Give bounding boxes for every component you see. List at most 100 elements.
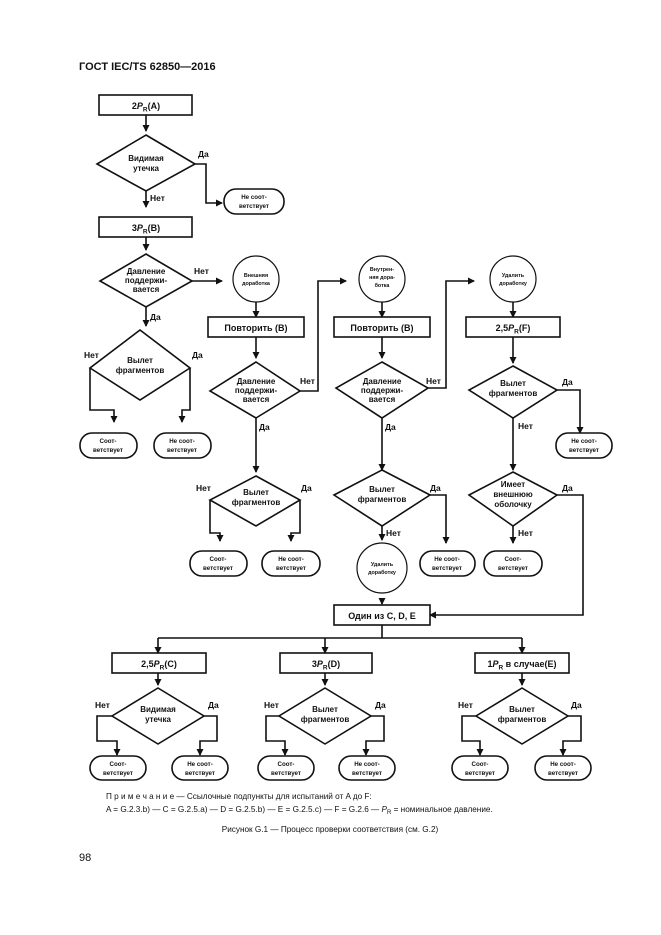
label-no: Нет: [386, 528, 401, 538]
label-no: Нет: [264, 700, 279, 710]
box-one-of-cde: Один из C, D, E: [333, 604, 431, 626]
label-yes: Да: [562, 377, 573, 387]
result-noncompliant-1: Не соот- ветствует: [223, 188, 285, 215]
box-test-d: 3PR(D): [279, 652, 373, 674]
node-label: доработку: [499, 280, 527, 287]
decision-fragments-3: Вылет фрагментов: [332, 469, 432, 527]
node-label: ветствует: [548, 770, 578, 777]
label-no: Нет: [518, 421, 533, 431]
node-label: Видимая: [128, 154, 164, 163]
node-label: Не соот-: [550, 761, 576, 768]
node-label: Вылет: [127, 356, 153, 365]
node-label: Соот-: [110, 761, 127, 768]
label-no: Нет: [458, 700, 473, 710]
node-label: Повторить (B): [350, 323, 413, 333]
node-label: Один из C, D, E: [348, 611, 415, 621]
node-label: поддержи-: [235, 386, 278, 395]
result-noncompliant-6: Не соот- ветствует: [171, 755, 229, 781]
label-yes: Да: [430, 483, 441, 493]
result-noncompliant-3: Не соот- ветствует: [261, 550, 321, 577]
decision-pressure-held-1: Давление поддержи- вается: [98, 253, 194, 308]
node-label: поддержи-: [361, 386, 404, 395]
box-repeat-b-1: Повторить (B): [207, 316, 305, 338]
node-label: 2,5PR(C): [141, 659, 177, 672]
node-label: Вылет: [369, 485, 395, 494]
label-yes: Да: [150, 312, 161, 322]
label-yes: Да: [385, 422, 396, 432]
node-label: Соот-: [472, 761, 489, 768]
label-yes: Да: [208, 700, 219, 710]
label-no: Нет: [84, 350, 99, 360]
node-label: ветствует: [203, 565, 233, 572]
circle-remove-rework-2: Удалить доработку: [489, 255, 537, 303]
label-no: Нет: [300, 376, 315, 386]
node-label: ветствует: [432, 565, 462, 572]
node-label: 2PR(A): [132, 101, 160, 114]
node-label: Внутрен-: [370, 267, 394, 273]
label-yes: Да: [259, 422, 270, 432]
node-label: Соот-: [505, 556, 522, 563]
node-label: вается: [243, 395, 270, 404]
label-yes: Да: [198, 149, 209, 159]
page-number: 98: [79, 852, 92, 864]
label-yes: Да: [562, 483, 573, 493]
node-label: ветствует: [239, 203, 269, 210]
label-no: Нет: [518, 528, 533, 538]
node-label: ветствует: [185, 770, 215, 777]
node-label: Давление: [127, 267, 166, 276]
node-label: фрагментов: [489, 389, 538, 398]
result-compliant-4: Соот- ветствует: [89, 755, 147, 781]
decision-pressure-held-2: Давление поддержи- вается: [208, 361, 302, 419]
node-label: фрагментов: [358, 495, 407, 504]
node-label: фрагментов: [116, 366, 165, 375]
document-header: ГОСТ IEC/TS 62850—2016: [79, 61, 216, 73]
figure-caption: Рисунок G.1 — Процесс проверки соответст…: [222, 825, 439, 834]
decision-external-shell: Имеет внешнюю оболочку: [467, 471, 559, 527]
label-no: Нет: [150, 193, 165, 203]
node-label: няя дора-: [369, 275, 395, 281]
note-line-1: П р и м е ч а н и е — Ссылочные подпункт…: [106, 792, 372, 801]
label-yes: Да: [301, 483, 312, 493]
node-label: ветствует: [465, 770, 495, 777]
box-repeat-b-2: Повторить (B): [333, 316, 431, 338]
node-label: вается: [133, 285, 160, 294]
box-test-e: 1PR в случае(E): [474, 652, 570, 674]
result-noncompliant-5: Не соот- ветствует: [555, 432, 613, 459]
node-label: Вылет: [500, 379, 526, 388]
node-label: Вылет: [243, 488, 269, 497]
result-compliant-3: Соот- ветствует: [483, 550, 543, 577]
circle-external-rework: Внешняя доработка: [232, 255, 280, 303]
node-label: ветствует: [352, 770, 382, 777]
node-label: Не соот-: [241, 194, 267, 201]
node-label: Соот-: [278, 761, 295, 768]
node-label: Удалить: [502, 273, 525, 279]
decision-visible-leak-1: Видимая утечка: [95, 134, 197, 192]
node-label: Не соот-: [354, 761, 380, 768]
box-test-a: 2PR(A): [98, 94, 193, 116]
node-label: 1PR в случае(E): [487, 659, 556, 672]
node-label: Не соот-: [434, 556, 460, 563]
node-label: Повторить (B): [224, 323, 287, 333]
result-compliant-6: Соот- ветствует: [451, 755, 509, 781]
decision-fragments-5: Вылет фрагментов: [277, 687, 373, 745]
label-yes: Да: [375, 700, 386, 710]
node-label: Видимая: [140, 705, 176, 714]
node-label: 2,5PR(F): [496, 323, 531, 336]
decision-visible-leak-2: Видимая утечка: [110, 687, 206, 745]
label-no: Нет: [196, 483, 211, 493]
result-compliant-5: Соот- ветствует: [257, 755, 315, 781]
decision-fragments-1: Вылет фрагментов: [88, 328, 192, 401]
result-compliant-1: Соот- ветствует: [79, 432, 138, 459]
box-test-c: 2,5PR(C): [111, 652, 207, 674]
note-line-2: A = G.2.3.b) — C = G.2.5.a) — D = G.2.5.…: [106, 805, 493, 816]
node-label: ветствует: [167, 447, 197, 454]
node-label: Имеет: [501, 480, 525, 489]
box-test-b: 3PR(B): [98, 216, 193, 238]
node-label: фрагментов: [498, 715, 547, 724]
node-label: Соот-: [210, 556, 227, 563]
node-label: ветствует: [498, 565, 528, 572]
result-noncompliant-2: Не соот- ветствует: [153, 432, 212, 459]
node-label: ветствует: [569, 447, 599, 454]
node-label: Не соот-: [169, 438, 195, 445]
result-noncompliant-8: Не соот- ветствует: [534, 755, 592, 781]
